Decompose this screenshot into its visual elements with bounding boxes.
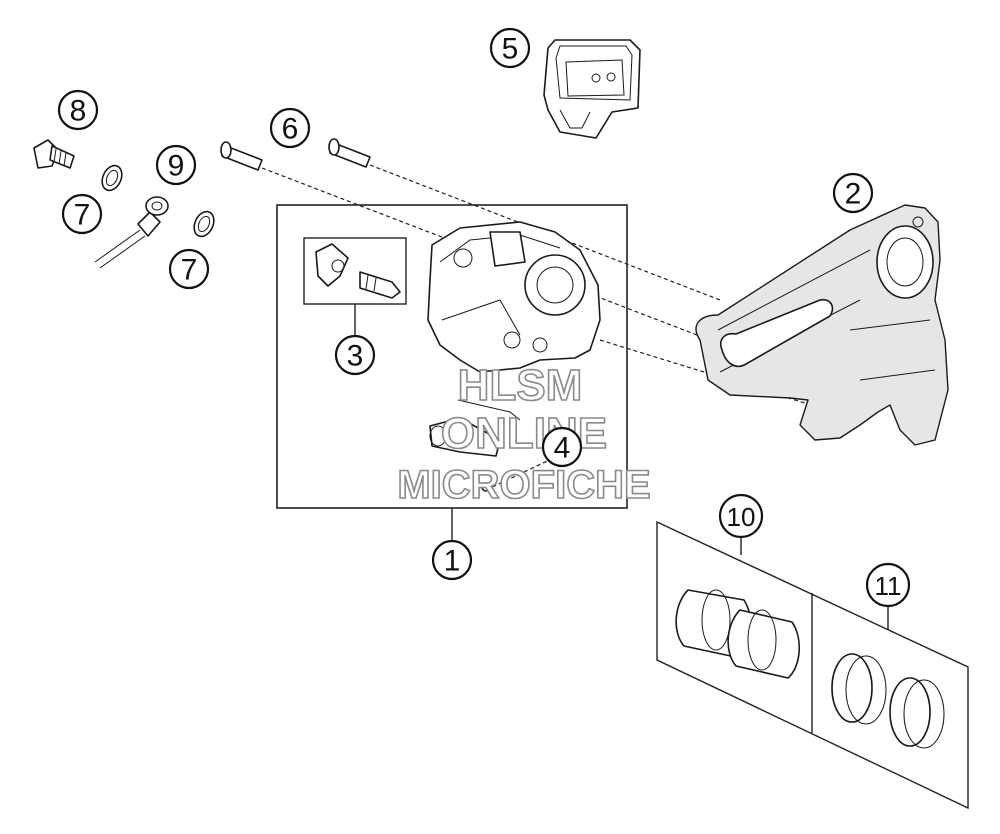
callout-5: 5 (489, 27, 531, 69)
callout-9-label: 9 (168, 150, 185, 183)
callout-7b-label: 7 (181, 254, 198, 287)
callout-8-label: 8 (70, 95, 87, 128)
watermark: HLSM ONLINE MICROFICHE (397, 360, 652, 508)
sealing-washer-part (101, 164, 215, 238)
callout-4-label: 4 (554, 432, 571, 465)
callout-1: 1 (431, 539, 473, 581)
watermark-line-2: ONLINE (441, 409, 607, 458)
piston-part (675, 589, 801, 679)
callout-4: 4 (541, 426, 583, 468)
caliper-bracket-part (695, 204, 949, 446)
caliper-pin-part (220, 138, 371, 171)
callout-5-label: 5 (502, 33, 519, 66)
callout-2: 2 (832, 172, 874, 214)
seal-ring-part (831, 653, 945, 749)
watermark-line-3: MICROFICHE (397, 463, 650, 507)
callout-1-label: 1 (444, 545, 461, 578)
bleeder-kit-part (315, 243, 401, 299)
callout-9: 9 (155, 144, 197, 186)
pad-spring-part (429, 399, 521, 492)
callout-7a: 7 (61, 193, 103, 235)
callout-8: 8 (57, 89, 99, 131)
caliper-body-part (427, 221, 601, 373)
callout-7a-label: 7 (74, 199, 91, 232)
callout-10-label: 10 (727, 502, 756, 532)
callout-2-label: 2 (845, 178, 862, 211)
callout-6: 6 (269, 107, 311, 149)
piston-kit-box (656, 520, 969, 810)
brake-line-part (94, 196, 169, 269)
callout-11-label: 11 (875, 571, 902, 601)
banjo-bolt-part (33, 139, 75, 169)
watermark-line-1: HLSM (458, 361, 583, 410)
callout-11: 11 (865, 562, 911, 608)
callout-3-label: 3 (347, 340, 364, 373)
callout-3: 3 (334, 334, 376, 376)
callout-6-label: 6 (282, 113, 299, 146)
brake-pad-part (543, 39, 641, 139)
callout-7b: 7 (168, 248, 210, 290)
callout-10: 10 (718, 493, 764, 539)
